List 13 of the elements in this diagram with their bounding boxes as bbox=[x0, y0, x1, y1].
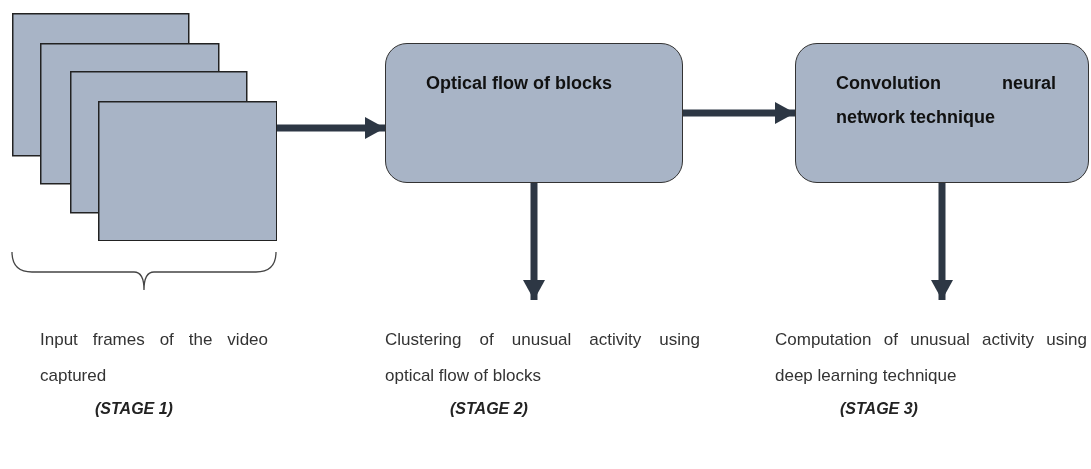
stage-description: Computation of unusual activity using deep learning technique bbox=[775, 329, 1087, 387]
arrow bbox=[277, 117, 385, 139]
stacked-frames-drawing bbox=[12, 13, 277, 241]
process-box bbox=[385, 43, 683, 183]
box-label: Convolution neural network technique bbox=[836, 72, 1056, 129]
stage-description: Clustering of unusual activity using optical flow of blocks bbox=[385, 329, 700, 387]
box-label: Optical flow of blocks bbox=[426, 72, 614, 95]
stage-label: (STAGE 2) bbox=[450, 399, 528, 419]
stage-label: (STAGE 3) bbox=[840, 399, 918, 419]
process-box bbox=[795, 43, 1089, 183]
arrow bbox=[683, 102, 795, 124]
stage-label: (STAGE 1) bbox=[95, 399, 173, 419]
stage-description: Input frames of the video captured bbox=[40, 329, 268, 387]
